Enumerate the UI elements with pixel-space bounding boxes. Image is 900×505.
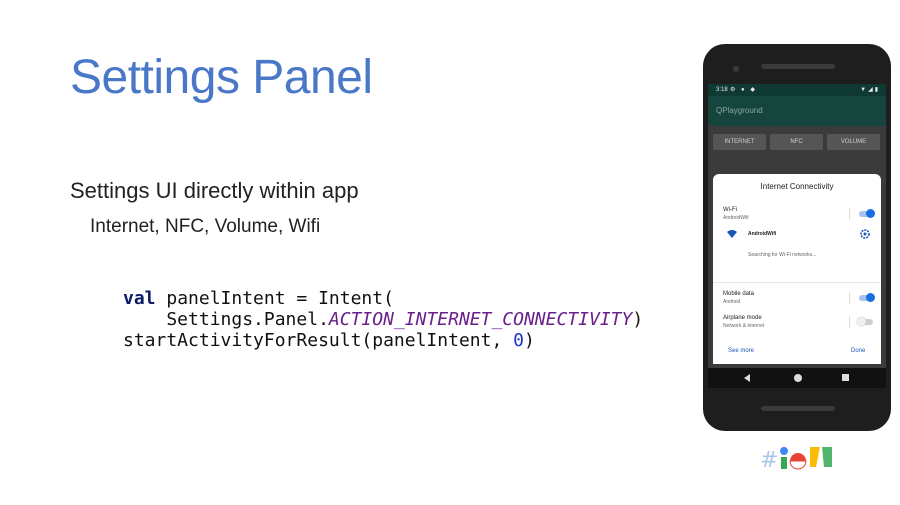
separator [713, 282, 881, 283]
mobile-data-title: Mobile data [723, 291, 755, 297]
status-time: 3:18 [716, 87, 728, 93]
nav-bar [708, 368, 886, 388]
recents-icon[interactable] [842, 374, 849, 381]
back-icon[interactable] [744, 374, 750, 382]
internet-button[interactable]: INTERNET [713, 134, 766, 150]
code-block: val panelIntent = Intent( Settings.Panel… [123, 288, 643, 351]
slide-title: Settings Panel [70, 51, 373, 104]
phone-speaker-top [761, 64, 835, 69]
status-bar: 3:18 ⚙ ● ◆ ▼◢▮ [708, 84, 886, 96]
panel-title: Internet Connectivity [760, 182, 834, 191]
google-io-logo: # [760, 447, 832, 471]
airplane-mode-title: Airplane mode [723, 315, 762, 321]
wifi-toggle[interactable] [859, 209, 875, 218]
done-button[interactable]: Done [851, 348, 866, 354]
code-line3-suffix: ) [523, 330, 535, 351]
toggle-knob [866, 209, 875, 218]
toggle-knob [857, 317, 866, 326]
phone-speaker-bottom [761, 406, 835, 411]
home-icon[interactable] [794, 374, 802, 382]
code-keyword-val: val [123, 288, 156, 309]
code-line3-prefix: startActivityForResult(panelIntent, [123, 330, 514, 351]
wifi-title: Wi-Fi [723, 207, 737, 213]
toggle-knob [866, 293, 875, 302]
volume-button[interactable]: VOLUME [827, 134, 880, 150]
status-icons-right: ▼◢▮ [860, 87, 880, 93]
airplane-mode-subtitle: Network & internet [723, 323, 765, 329]
code-line2-suffix: ) [632, 309, 644, 330]
phone-device: 3:18 ⚙ ● ◆ ▼◢▮ QPlayground INTERNET NFC … [703, 44, 891, 431]
wifi-subtitle: AndroidWifi [723, 215, 749, 221]
divider [849, 208, 850, 220]
divider [849, 292, 850, 304]
code-line1: panelIntent = Intent( [155, 288, 394, 309]
code-line2-prefix: Settings.Panel. [123, 309, 329, 330]
phone-screen: 3:18 ⚙ ● ◆ ▼◢▮ QPlayground INTERNET NFC … [708, 84, 886, 388]
network-name[interactable]: AndroidWifi [748, 231, 777, 237]
mobile-data-toggle[interactable] [859, 293, 875, 302]
app-title: QPlayground [716, 106, 763, 115]
code-constant: ACTION_INTERNET_CONNECTIVITY [328, 309, 633, 330]
mobile-data-subtitle: Android [723, 299, 741, 305]
nfc-button[interactable]: NFC [770, 134, 823, 150]
see-more-link[interactable]: See more [728, 348, 755, 354]
divider [849, 316, 850, 328]
wifi-icon [727, 230, 737, 238]
searching-text: Searching for Wi-Fi networks... [748, 252, 817, 258]
bullet-primary: Settings UI directly within app [70, 178, 359, 203]
code-number: 0 [513, 330, 524, 351]
airplane-mode-toggle[interactable] [857, 317, 873, 326]
app-bar: QPlayground [708, 96, 886, 126]
gear-icon[interactable] [860, 229, 870, 239]
svg-text:#: # [760, 448, 778, 471]
phone-camera [733, 66, 739, 72]
internet-connectivity-panel: Internet Connectivity Wi-Fi AndroidWifi … [713, 174, 881, 364]
status-icons-left: ⚙ ● ◆ [730, 87, 757, 93]
bullet-secondary: Internet, NFC, Volume, Wifi [90, 216, 321, 237]
